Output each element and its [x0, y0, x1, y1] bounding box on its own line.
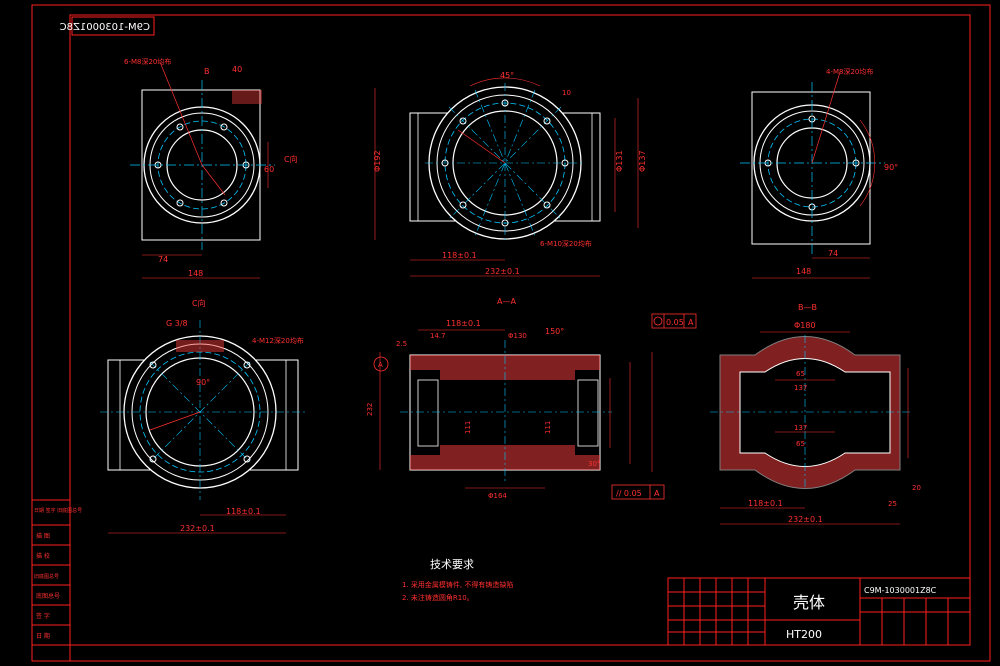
material: HT200 — [786, 628, 822, 641]
dim-right-74: 74 — [828, 249, 838, 258]
dim-bb-137b: 137 — [794, 424, 807, 432]
dim-bb-180: Φ180 — [794, 321, 816, 330]
dim-bb-232: 232±0.1 — [788, 515, 823, 524]
view-c-label: C向 — [192, 298, 206, 308]
angle-30: 30° — [588, 460, 600, 468]
corner-code: C9M-1030001Z8C — [60, 22, 150, 33]
section-bb-label: B—B — [798, 303, 817, 312]
dim-front-137: Φ137 — [638, 150, 647, 172]
side-table-row: 描 校 — [36, 552, 50, 560]
section-aa-label: A—A — [497, 297, 516, 306]
dim-front-131: Φ131 — [615, 150, 624, 172]
dim-bb-25: 25 — [888, 500, 897, 508]
dim-c-232: 232±0.1 — [180, 524, 215, 533]
dim-aa-111a: 111 — [464, 421, 472, 434]
marker-a-aa: A — [378, 361, 383, 369]
dim-aa-118: 118±0.1 — [446, 319, 481, 328]
dim-c-118: 118±0.1 — [226, 507, 261, 516]
section-bb — [710, 331, 910, 525]
dim-aa-14: 14.7 — [430, 332, 446, 340]
side-table-header: 日期 签字 旧底图总号 — [34, 507, 82, 514]
dim-aa-130: Φ130 — [508, 332, 527, 340]
callout-holes-front: 6-M10深20均布 — [540, 239, 592, 248]
side-table-row: 底图总号 — [36, 592, 60, 600]
outer-frame — [31, 4, 991, 662]
dim-bb-20: 20 — [912, 484, 921, 492]
tech-req-title: 技术要求 — [430, 558, 474, 571]
dim-right-148: 148 — [796, 267, 811, 276]
dim-aa-164: Φ164 — [488, 492, 507, 500]
angle-90-c: 90° — [196, 378, 210, 387]
c-direction-view — [100, 320, 305, 534]
callout-holes-cview: 4-M12深20均布 — [252, 336, 304, 345]
dim-aa-232: 232 — [366, 403, 374, 416]
side-table-row: 旧底图总号 — [34, 573, 59, 580]
dim-left-top: 40 — [232, 65, 242, 74]
right-end-view — [740, 71, 885, 279]
angle-150: 150° — [545, 327, 564, 336]
side-table — [31, 499, 71, 662]
dim-front-10: 10 — [562, 89, 571, 97]
dim-bb-137a: 137 — [794, 384, 807, 392]
callout-holes-left: 6-M8深20均布 — [124, 57, 171, 66]
left-end-view — [130, 61, 275, 279]
angle-90-right: 90° — [884, 163, 898, 172]
tech-req-item: 1. 采用金属模铸件, 不得有铸造缺陷 — [402, 580, 513, 589]
section-aa — [373, 313, 697, 500]
dim-bb-65: 65 — [796, 370, 805, 378]
tech-req-item: 2. 未注铸造圆角R10。 — [402, 593, 474, 602]
drawing-number: C9M-1030001Z8C — [864, 586, 937, 595]
side-table-row: 描 图 — [36, 532, 50, 540]
dim-front-232: 232±0.1 — [485, 267, 520, 276]
front-view — [374, 77, 639, 277]
part-name: 壳体 — [793, 593, 825, 612]
dim-aa-250: 2.5 — [396, 340, 407, 348]
angle-45: 45° — [500, 71, 514, 80]
dim-left-60: 60 — [264, 165, 274, 174]
title-block — [667, 577, 971, 646]
flatness-datum: A — [688, 318, 694, 327]
dim-left-c: C向 — [284, 154, 298, 164]
thread-g38: G 3/8 — [166, 319, 188, 328]
marker-b-left: B — [204, 67, 210, 76]
dim-bb-65b: 65 — [796, 440, 805, 448]
corner-code-box: C9M-1030001Z8C — [60, 16, 155, 36]
parallel-value: // 0.05 — [616, 489, 642, 498]
dim-front-192: Φ192 — [373, 150, 382, 172]
dim-left-74: 74 — [158, 255, 168, 264]
callout-holes-right: 4-M8深20均布 — [826, 67, 873, 76]
dim-aa-111b: 111 — [544, 421, 552, 434]
dim-bb-118: 118±0.1 — [748, 499, 783, 508]
parallel-datum: A — [654, 489, 660, 498]
dim-left-148: 148 — [188, 269, 203, 278]
side-table-row: 日 期 — [36, 632, 50, 640]
side-table-row: 签 字 — [36, 612, 50, 620]
dim-front-118: 118±0.1 — [442, 251, 477, 260]
flatness-value: 0.05 — [666, 318, 684, 327]
inner-frame — [69, 14, 971, 646]
